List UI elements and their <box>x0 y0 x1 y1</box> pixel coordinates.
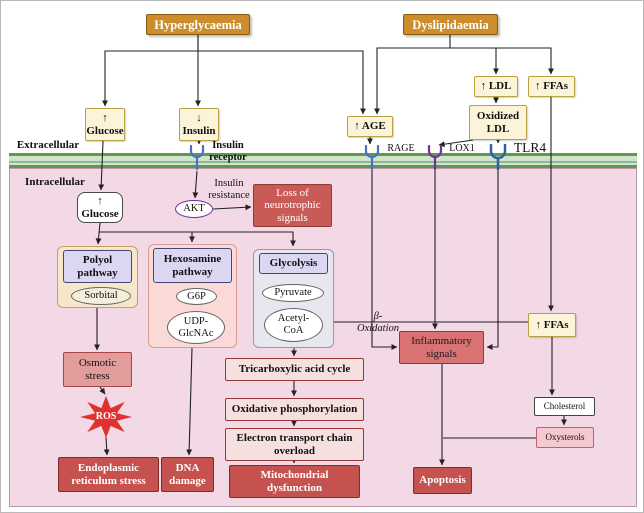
rage-label: RAGE <box>387 142 415 154</box>
node-ros: ROS <box>80 396 132 438</box>
intracellular-label: Intracellular <box>25 175 85 188</box>
node-etc-overload: Electron transport chain overload <box>225 428 364 461</box>
node-akt: AKT <box>175 200 213 218</box>
node-dna-damage: DNA damage <box>161 457 214 492</box>
node-tca-cycle: Tricarboxylic acid cycle <box>225 358 364 381</box>
node-sorbital: Sorbital <box>71 287 131 305</box>
lox1-label: LOX1 <box>449 142 475 154</box>
node-oxysterols: Oxysterols <box>536 427 594 448</box>
node-ffas-top: ↑ FFAs <box>528 76 575 97</box>
node-glucose-extracellular: ↑ Glucose <box>85 108 125 141</box>
beta-oxidation-label: β- Oxidation <box>357 311 399 334</box>
node-cholesterol: Cholesterol <box>534 397 595 416</box>
node-apoptosis: Apoptosis <box>413 467 472 494</box>
node-insulin: ↓ Insulin <box>179 108 219 141</box>
node-age: ↑ AGE <box>347 116 393 137</box>
extracellular-label: Extracellular <box>16 138 80 151</box>
node-oxidative-phosphorylation: Oxidative phosphorylation <box>225 398 364 421</box>
node-acetyl-coa: Acetyl- CoA <box>264 308 323 342</box>
node-udp-glcnac: UDP- GlcNAc <box>167 311 225 344</box>
node-inflammatory-signals: Inflammatory signals <box>399 331 484 364</box>
tlr4-label: TLR4 <box>513 140 547 156</box>
node-glucose-intracellular: ↑ Glucose <box>77 192 123 223</box>
node-oxidized-ldl: Oxidized LDL <box>469 105 527 140</box>
node-polyol-pathway: Polyol pathway <box>63 250 132 283</box>
node-osmotic-stress: Osmotic stress <box>63 352 132 387</box>
node-hyperglycaemia: Hyperglycaemia <box>146 14 250 35</box>
node-ldl: ↑ LDL <box>474 76 518 97</box>
node-pyruvate: Pyruvate <box>262 284 324 302</box>
node-mitochondrial-dysfunction: Mitochondrial dysfunction <box>229 465 360 498</box>
node-glycolysis: Glycolysis <box>259 253 328 274</box>
node-er-stress: Endoplasmic reticulum stress <box>58 457 159 492</box>
node-ffas-intracellular: ↑ FFAs <box>528 313 576 337</box>
node-g6p: G6P <box>176 288 217 305</box>
node-hexosamine-pathway: Hexosamine pathway <box>153 248 232 283</box>
insulin-receptor-label: Insulin receptor <box>209 140 247 163</box>
node-dyslipidaemia: Dyslipidaemia <box>403 14 498 35</box>
insulin-resistance-label: Insulin resistance <box>208 178 250 201</box>
node-loss-neurotrophic-signals: Loss of neurotrophic signals <box>253 184 332 227</box>
cell-membrane <box>9 153 637 168</box>
